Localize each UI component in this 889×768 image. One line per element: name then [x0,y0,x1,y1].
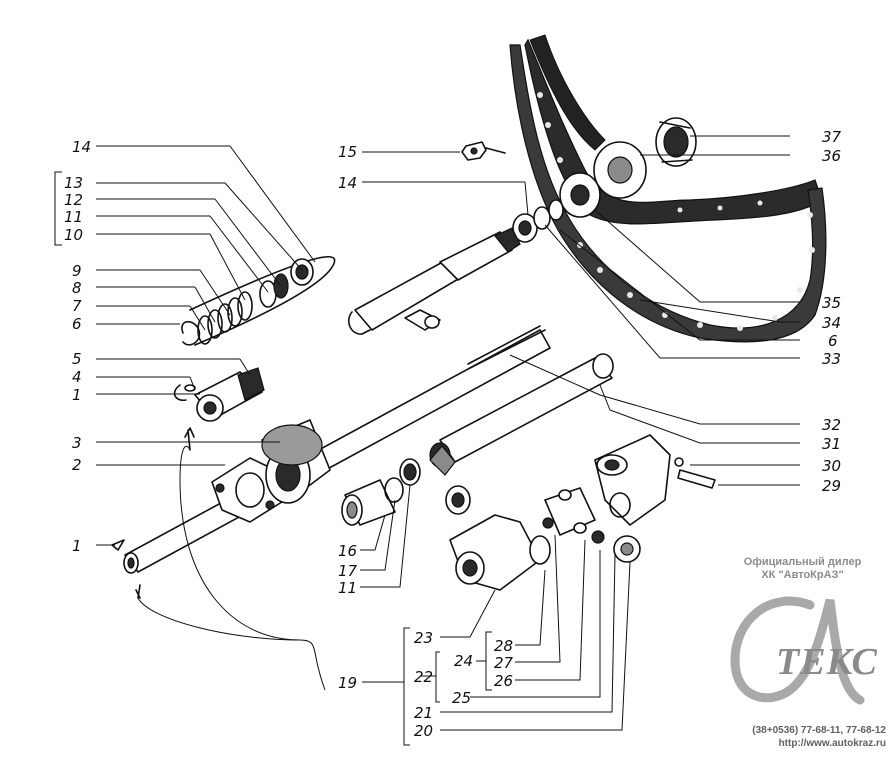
steering-wheel-drawing [509,34,827,343]
callout-11-top: 11 [64,208,83,226]
callout-12: 12 [64,191,83,209]
callout-10: 10 [64,226,83,244]
callout-4: 4 [72,368,82,386]
callout-21: 21 [414,704,433,722]
callout-numbers: 14 13 12 11 10 9 8 7 6 5 4 1 3 2 1 15 14… [64,128,842,740]
alpha-logo [730,596,865,705]
callout-36: 36 [822,147,841,165]
callout-15: 15 [338,143,357,161]
callout-14-top: 14 [338,174,357,192]
spring-stack-drawing [181,256,336,346]
website-link[interactable]: http://www.autokraz.ru [778,738,886,749]
callout-5: 5 [72,350,82,368]
dealer-line-2: ХК "АвтоКрАЗ" [761,569,844,581]
callout-23: 23 [414,629,433,647]
bushing-4-5-drawing [173,367,265,422]
callout-8: 8 [72,279,82,297]
assembly-arrows [135,427,326,691]
callout-35: 35 [822,294,841,312]
callout-26: 26 [494,672,513,690]
bearings-drawing [341,458,471,526]
callout-31: 31 [822,435,841,453]
callout-33: 33 [822,350,841,368]
callout-3: 3 [72,434,82,452]
callout-6-left: 6 [72,315,82,333]
flange-housing-drawing [211,419,331,523]
callout-2: 2 [72,456,82,474]
callout-29: 29 [822,477,841,495]
callout-11-bottom: 11 [338,579,357,597]
column-tube-drawing [429,353,614,476]
callout-24: 24 [454,652,473,670]
callout-27: 27 [494,654,514,672]
callout-30: 30 [822,457,841,475]
callout-1-top: 1 [72,386,82,404]
callout-34: 34 [822,314,841,332]
universal-joint-drawing [449,434,716,591]
callout-1-bottom: 1 [72,537,82,555]
callout-7: 7 [72,297,82,315]
callout-14-left: 14 [72,138,91,156]
callout-9: 9 [72,262,82,280]
callout-25: 25 [452,689,471,707]
callout-6-right: 6 [828,332,838,350]
callout-17: 17 [338,562,358,580]
callout-32: 32 [822,416,841,434]
dealer-caption: Официальный дилер ХК "АвтоКрАЗ" [720,556,885,582]
callout-22: 22 [414,668,433,686]
callout-28: 28 [494,637,513,655]
callout-16: 16 [338,542,357,560]
phone-numbers: (38+0536) 77-68-11, 77-68-12 [752,725,886,736]
contact-info: (38+0536) 77-68-11, 77-68-12 http://www.… [700,724,886,750]
callout-37: 37 [822,128,842,146]
switch-housing-drawing [348,227,521,335]
washers-14-6-drawing [512,199,564,243]
callout-20: 20 [414,722,433,740]
callout-13: 13 [64,174,83,192]
brand-logo-text: ТЕКС [776,641,878,683]
dealer-line-1: Официальный дилер [743,556,862,568]
callout-19: 19 [338,674,357,692]
bolt-15-drawing [461,141,506,161]
leader-lines [54,135,800,746]
